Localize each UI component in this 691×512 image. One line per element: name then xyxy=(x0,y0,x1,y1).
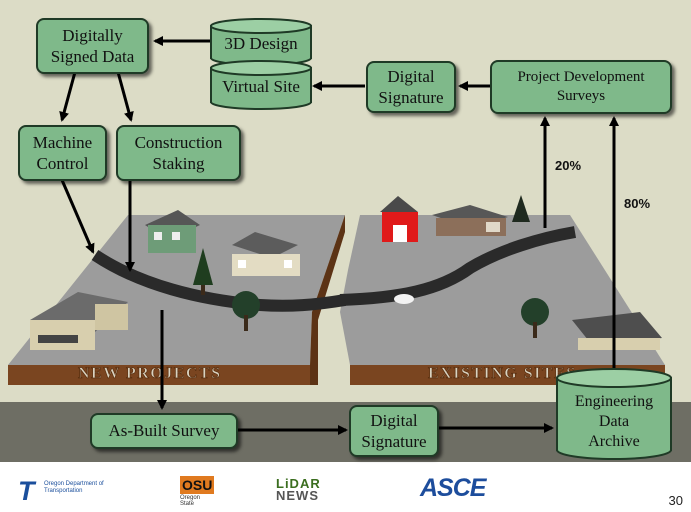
lidar-logo-top: LiDAR xyxy=(276,476,321,491)
percent-20-label: 20% xyxy=(555,158,582,173)
tree-left-2 xyxy=(232,291,260,331)
percent-80-label: 80% xyxy=(624,196,651,211)
red-barn xyxy=(380,196,418,242)
arrow-machine-control-to-site xyxy=(60,179,95,254)
building-office-left xyxy=(30,292,128,350)
new-projects-label: NEW PROJECTS xyxy=(78,365,222,382)
car xyxy=(394,294,414,304)
3d-design-label: 3D Design xyxy=(224,34,298,53)
odot-logo-text: Oregon Department of Transportation xyxy=(44,481,104,494)
house-right-bottom xyxy=(572,312,662,350)
tree-right-2 xyxy=(512,195,530,222)
cylinder-engineering-data-archive xyxy=(556,368,672,460)
slide-number: 30 xyxy=(668,493,683,508)
as-built-survey-box: As-Built Survey xyxy=(90,413,238,449)
lidar-news-logo: LiDAR NEWS xyxy=(276,476,346,506)
house-right-top xyxy=(432,205,508,236)
machine-control-box: Machine Control xyxy=(18,125,107,181)
odot-logo-mark: T xyxy=(18,476,35,506)
logo-strip xyxy=(0,462,691,512)
virtual-site-label: Virtual Site xyxy=(222,77,300,96)
house-green xyxy=(145,210,200,253)
digitally-signed-data-box: Digitally Signed Data xyxy=(36,18,149,74)
digital-signature-bottom-box: Digital Signature xyxy=(349,405,439,457)
road-existing-sites xyxy=(339,226,577,306)
asce-logo: ASCE xyxy=(420,474,486,502)
tree-right-1 xyxy=(521,298,549,338)
tree-left-1 xyxy=(193,248,213,295)
cylinder-virtual-site xyxy=(210,60,312,110)
osu-logo-mark: OSU xyxy=(180,476,215,494)
existing-sites-label: EXISTING SITES xyxy=(428,365,577,382)
arrow-data-to-construction-staking xyxy=(116,71,134,122)
osu-logo-text: Oregon State xyxy=(180,495,201,507)
lidar-logo-bottom: NEWS xyxy=(276,488,319,503)
arrow-data-to-machine-control xyxy=(59,71,77,122)
engineering-data-archive-label: Engineering Data Archive xyxy=(574,393,654,450)
house-beige xyxy=(232,232,300,276)
project-development-surveys-box: Project Development Surveys xyxy=(490,60,672,114)
construction-staking-box: Construction Staking xyxy=(116,125,241,181)
odot-logo: T Oregon Department of Transportation xyxy=(18,477,118,505)
digital-signature-top-box: Digital Signature xyxy=(366,61,456,113)
osu-logo: OSU Oregon State xyxy=(180,476,215,507)
